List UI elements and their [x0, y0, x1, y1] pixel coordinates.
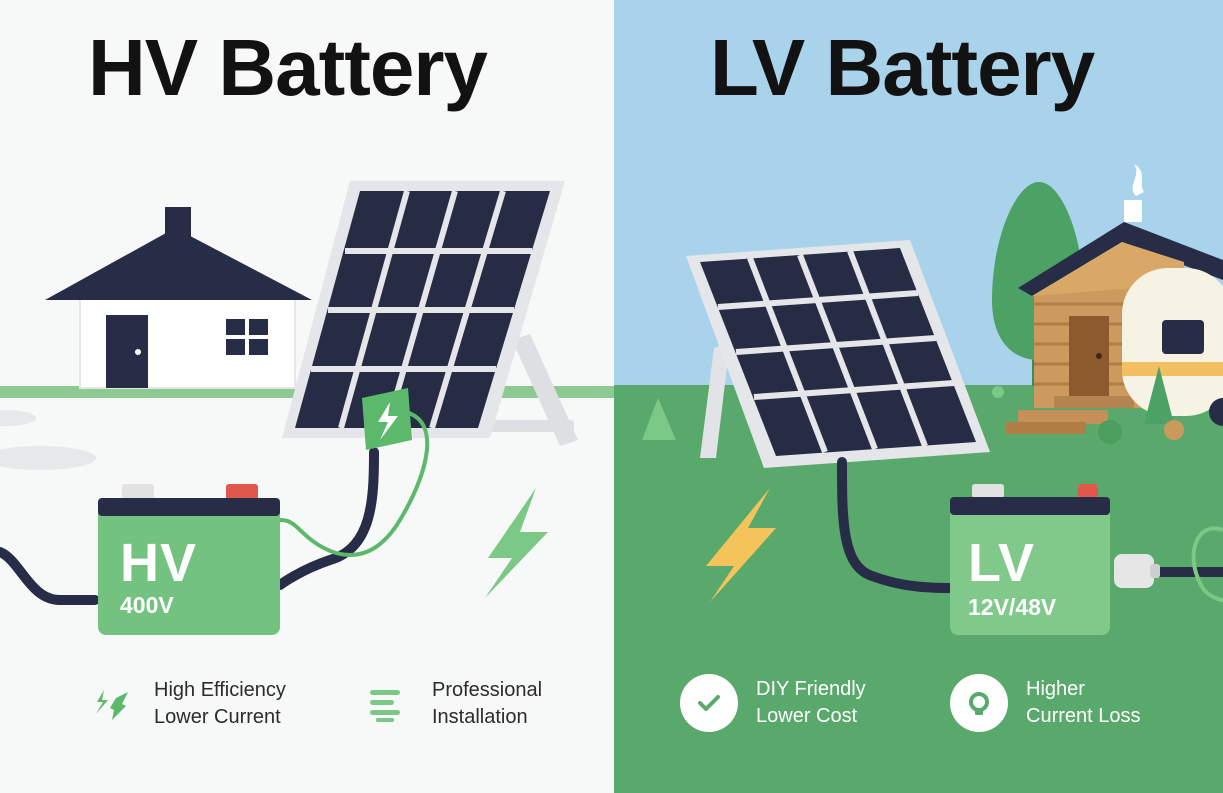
- lv-title: LV Battery: [710, 23, 1095, 112]
- plug-icon: [92, 684, 132, 724]
- lv-panel: LV Battery: [614, 0, 1223, 793]
- hv-battery-voltage: 400V: [120, 592, 174, 618]
- lv-feature-diy: DIY Friendly Lower Cost: [680, 674, 866, 732]
- loss-icon: [950, 674, 1008, 732]
- lines-icon: [368, 684, 404, 724]
- hv-cable: [0, 547, 100, 605]
- lv-feature-line: Higher: [1026, 678, 1085, 700]
- connector-box: [362, 388, 412, 450]
- lightning-icon: [706, 488, 776, 602]
- solar-panel: [686, 240, 990, 468]
- house-icon: [45, 207, 312, 389]
- hv-feature-installation: Professional Installation: [368, 677, 542, 731]
- check-icon: [680, 674, 738, 732]
- shrub-icon: [1144, 366, 1174, 424]
- shrub-icon: [642, 398, 676, 440]
- lv-battery: [950, 484, 1110, 635]
- hv-feature-line: Lower Current: [154, 706, 281, 728]
- hv-title: HV Battery: [88, 23, 488, 112]
- hv-battery-label: HV: [120, 533, 198, 593]
- lv-battery-voltage: 12V/48V: [968, 594, 1057, 620]
- battery-terminal: [122, 484, 154, 500]
- hv-cable: [275, 447, 379, 590]
- rock-icon: [1164, 420, 1184, 440]
- hv-ground-shadow: [0, 410, 36, 426]
- lightning-icon: [485, 488, 548, 598]
- hv-scene: [0, 181, 614, 635]
- lv-cable: [837, 457, 957, 593]
- hv-ground-shadow: [0, 446, 96, 470]
- lv-feature-loss: Higher Current Loss: [950, 674, 1141, 732]
- lv-green-wire: [1191, 526, 1223, 602]
- hv-feature-line: Professional: [432, 679, 543, 701]
- lv-feature-line: Current Loss: [1026, 705, 1141, 727]
- hv-panel: HV Battery: [0, 23, 614, 731]
- solar-panel: [282, 181, 578, 446]
- battery-terminal: [972, 484, 1004, 498]
- battery-terminal: [226, 484, 258, 500]
- shrub-icon: [992, 386, 1004, 398]
- battery-terminal: [1078, 484, 1098, 498]
- lv-battery-label: LV: [968, 533, 1035, 593]
- plug-icon: [1114, 554, 1160, 588]
- shrub-icon: [1098, 420, 1122, 444]
- hv-feature-line: Installation: [432, 706, 528, 728]
- hv-green-wire: [279, 410, 430, 557]
- caravan-icon: [1122, 268, 1223, 426]
- hv-feature-efficiency: High Efficiency Lower Current: [92, 677, 286, 731]
- lv-feature-line: Lower Cost: [756, 705, 858, 727]
- lv-feature-line: DIY Friendly: [756, 678, 866, 700]
- hv-feature-line: High Efficiency: [154, 679, 286, 701]
- lv-scene: [642, 164, 1223, 635]
- hv-battery: [98, 484, 280, 635]
